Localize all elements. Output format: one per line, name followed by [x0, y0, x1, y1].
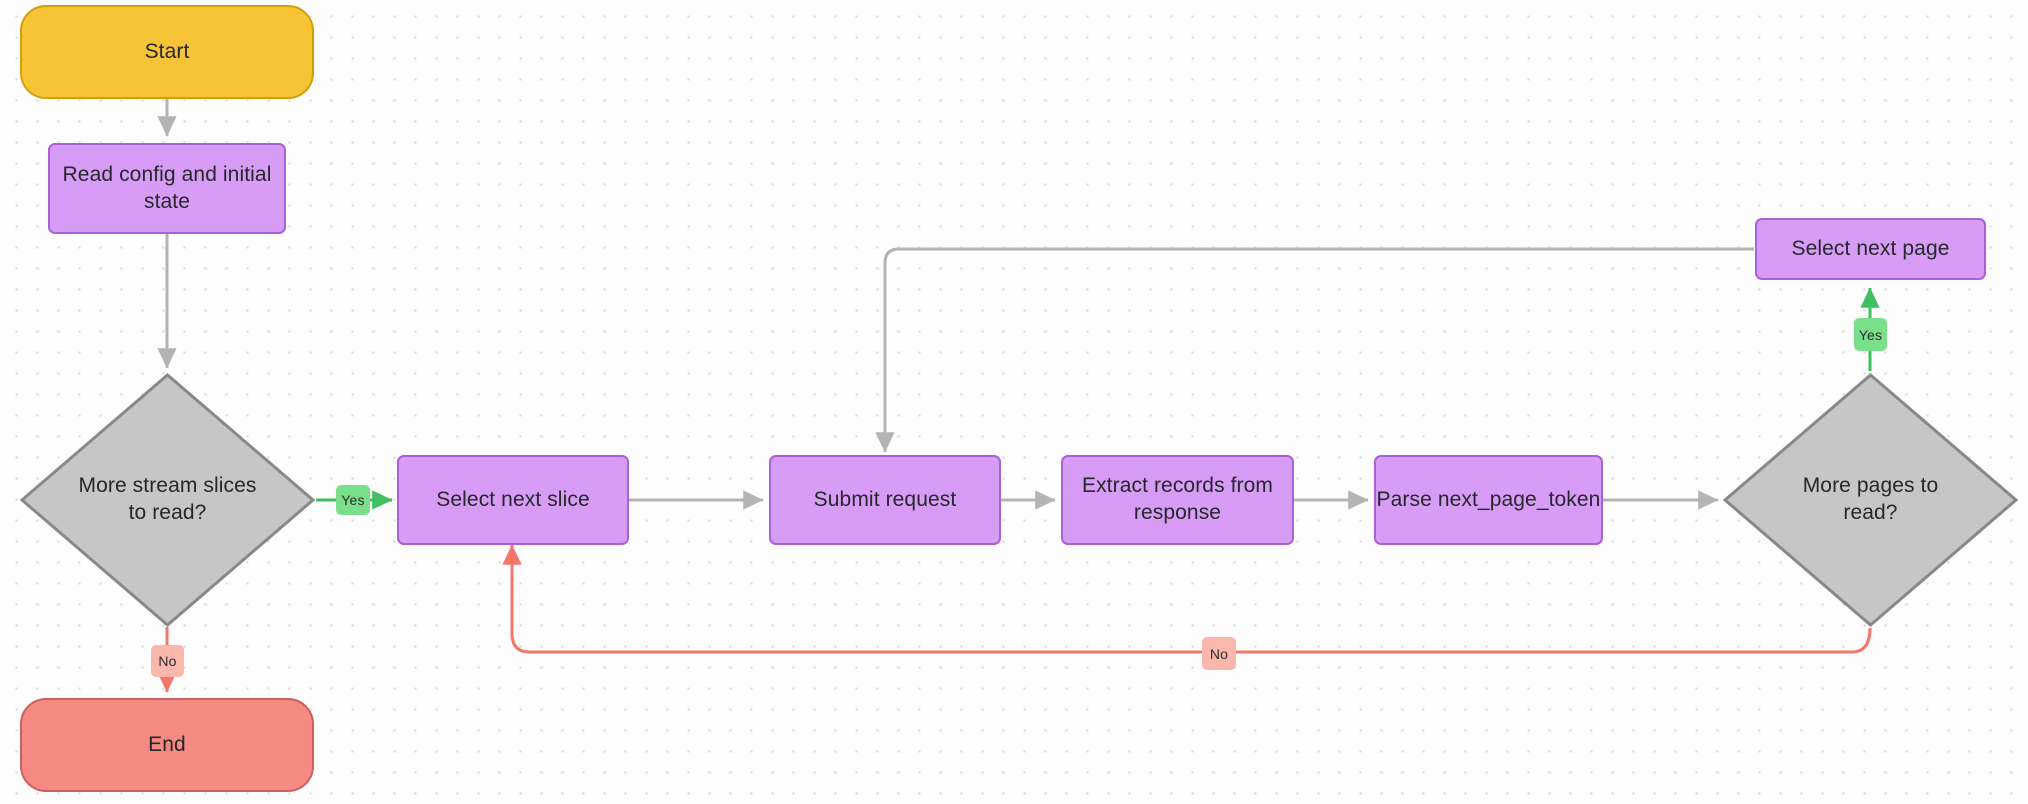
- edge-label-slices-no-text: No: [158, 653, 177, 669]
- edge-label-pages-yes-text: Yes: [1858, 326, 1883, 343]
- edge-more-pages-no-to-select-slice: [502, 544, 1872, 654]
- node-select-next-slice[interactable]: Select next slice: [397, 455, 629, 545]
- edge-label-slices-no: No: [151, 645, 184, 677]
- node-select-next-page[interactable]: Select next page: [1755, 218, 1986, 280]
- edge-label-pages-no: No: [1202, 637, 1236, 670]
- diamond-shape-more-stream-slices: [20, 373, 315, 627]
- node-parse-next-page-token-label: Parse next_page_token: [1376, 487, 1601, 511]
- node-read-config[interactable]: Read config and initial state: [48, 143, 286, 234]
- node-more-pages[interactable]: More pages to read?: [1723, 373, 2018, 627]
- node-submit-request-label: Submit request: [813, 487, 957, 511]
- node-more-pages-label: More pages to read?: [1802, 474, 1939, 524]
- node-select-next-page-label: Select next page: [1791, 236, 1950, 260]
- node-start-label: Start: [144, 39, 190, 63]
- node-read-config-label: Read config and initial state: [62, 162, 272, 213]
- node-more-stream-slices[interactable]: More stream slices to read?: [20, 373, 315, 627]
- diamond-shape-more-pages: [1723, 373, 2018, 627]
- node-parse-next-page-token[interactable]: Parse next_page_token: [1374, 455, 1603, 545]
- node-more-stream-slices-label: More stream slices to read?: [78, 474, 257, 524]
- node-extract-records-label: Extract records from response: [1081, 474, 1274, 524]
- edge-label-slices-yes-text: Yes: [341, 492, 365, 508]
- node-end-label: End: [148, 732, 186, 756]
- edge-label-slices-yes: Yes: [336, 485, 370, 515]
- edge-select-page-to-submit-request: [875, 247, 1754, 453]
- node-select-next-slice-label: Select next slice: [436, 487, 590, 511]
- node-end[interactable]: End: [20, 698, 314, 792]
- edge-label-pages-yes: Yes: [1854, 318, 1887, 351]
- edge-label-pages-no-text: No: [1209, 645, 1229, 662]
- node-extract-records[interactable]: Extract records from response: [1061, 455, 1294, 545]
- node-start[interactable]: Start: [20, 5, 314, 99]
- node-submit-request[interactable]: Submit request: [769, 455, 1001, 545]
